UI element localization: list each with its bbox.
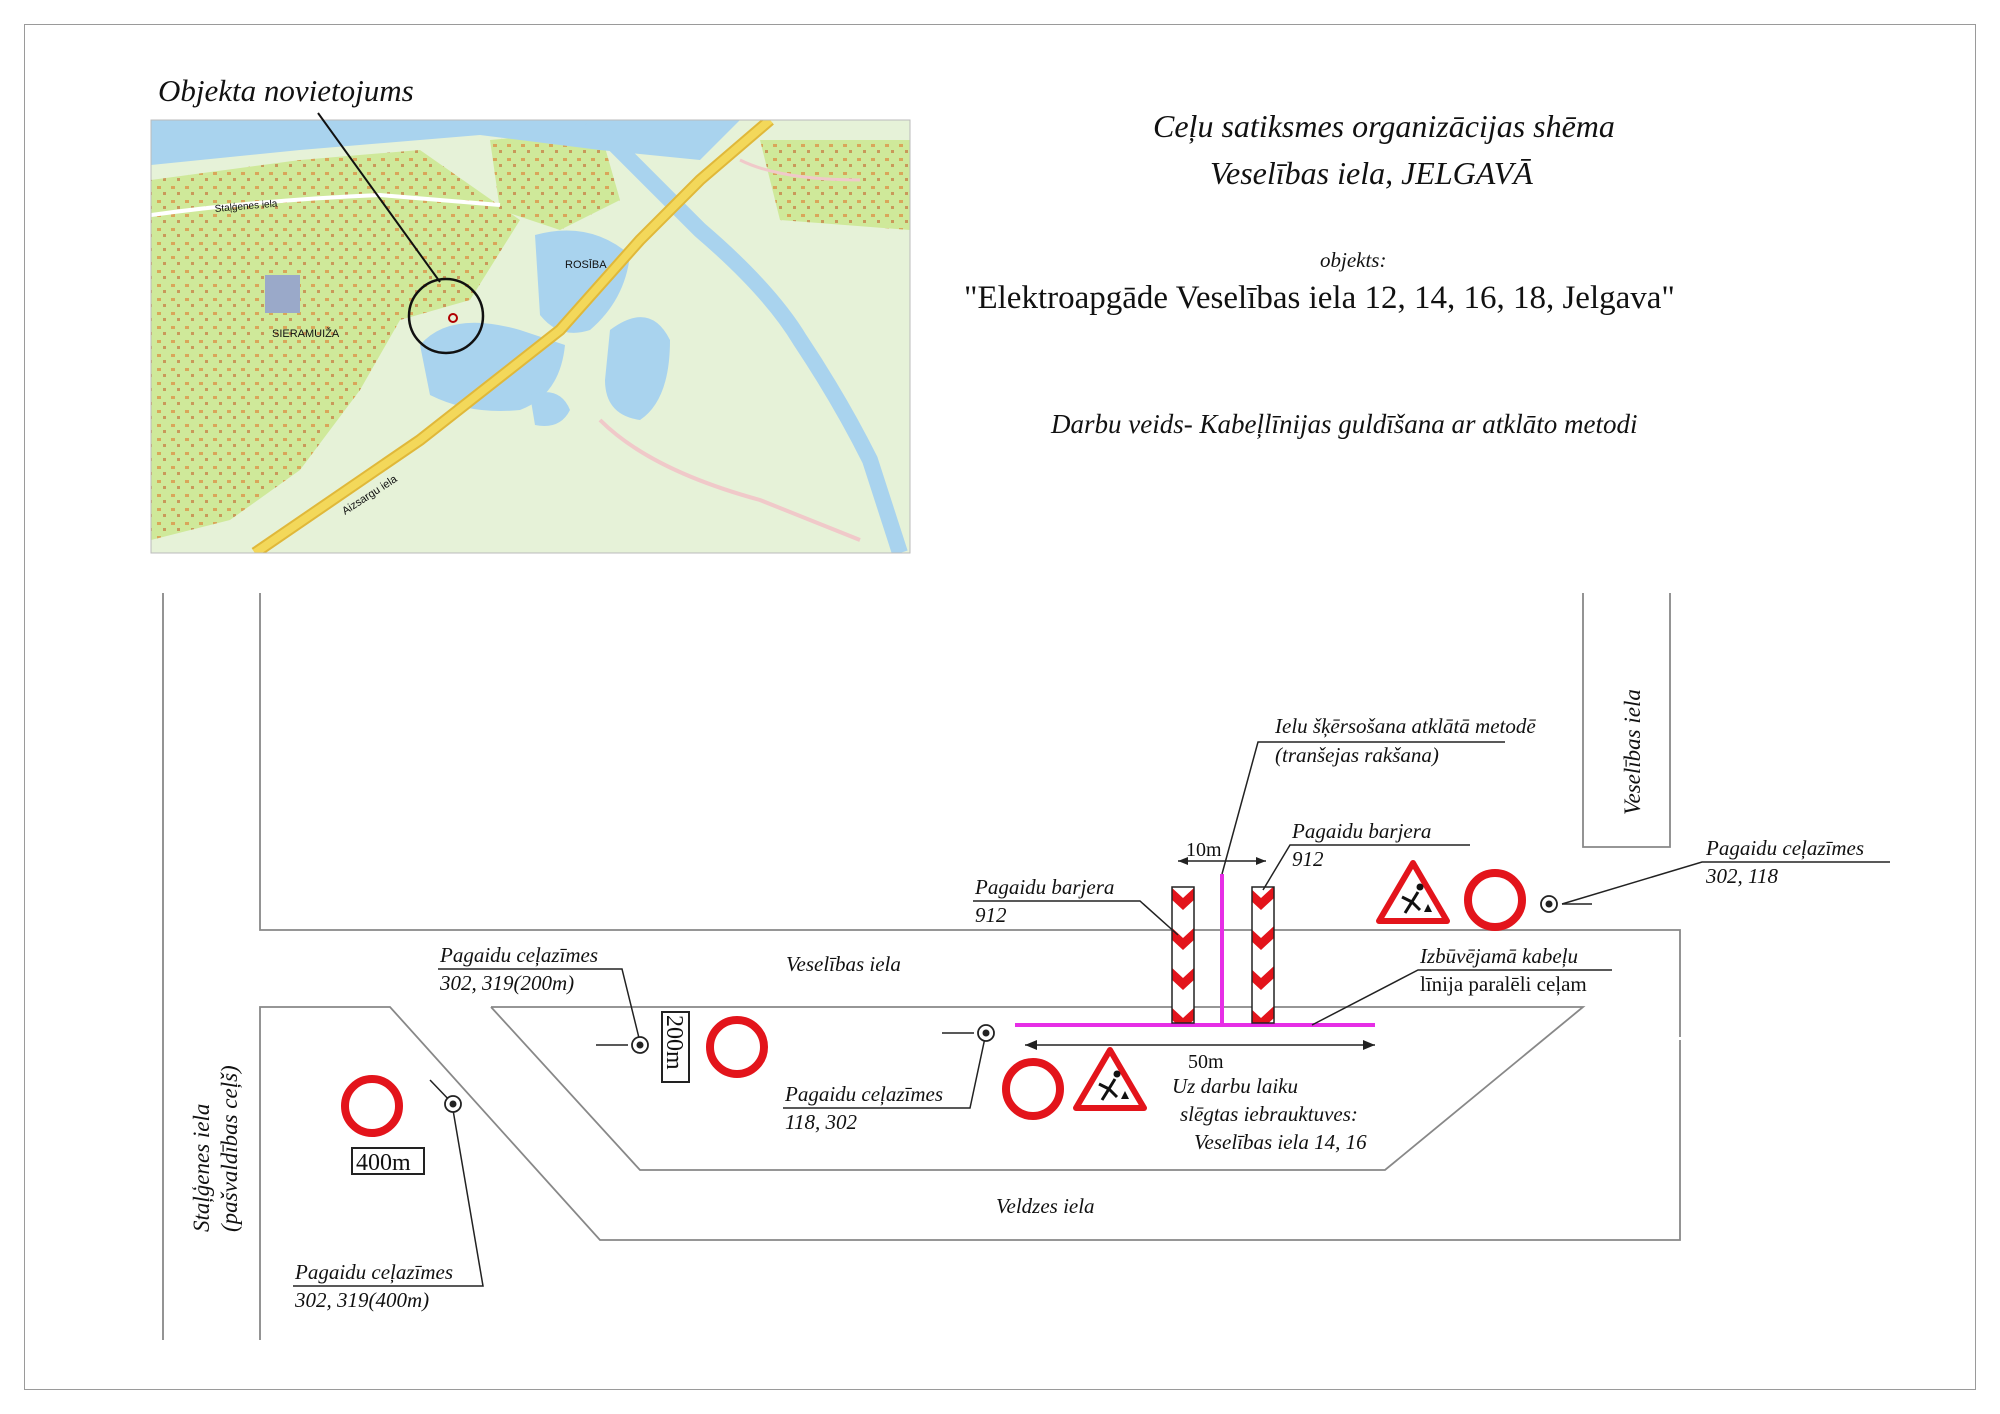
callout-crossing-line1: Ielu šķērsošana atklātā metodē bbox=[1274, 714, 1536, 738]
plate-400m bbox=[351, 1147, 425, 1175]
street-label-veselibas: Veselības iela bbox=[786, 952, 901, 976]
callout-signs-400-title: Pagaidu ceļazīmes bbox=[294, 1260, 453, 1284]
sign-302-400 bbox=[341, 1075, 403, 1137]
barrier-right bbox=[1251, 886, 1275, 1024]
callout-cable-leader bbox=[1311, 969, 1612, 1026]
callout-signs-right-codes: 302, 118 bbox=[1705, 864, 1778, 888]
sign-302-right bbox=[1464, 869, 1526, 931]
dimension-50m-label: 50m bbox=[1188, 1051, 1224, 1073]
barrier-left bbox=[1171, 886, 1195, 1024]
callout-crossing-line2: (tranšejas rakšana) bbox=[1275, 743, 1439, 767]
callout-signs-mid-title: Pagaidu ceļazīmes bbox=[784, 1082, 943, 1106]
callout-signs-400-leader bbox=[293, 1103, 484, 1287]
sign-302-200 bbox=[706, 1016, 768, 1078]
plate-200m-label: 200m bbox=[661, 1015, 687, 1070]
callout-barrier-left-title: Pagaidu barjera bbox=[974, 875, 1114, 899]
object-label: objekts: bbox=[1320, 248, 1387, 272]
plate-400m-label: 400m bbox=[356, 1150, 411, 1176]
callout-barrier-left-leader bbox=[973, 900, 1179, 936]
callout-crossing-leader bbox=[1221, 741, 1505, 875]
callout-barrier-right-title: Pagaidu barjera bbox=[1291, 819, 1431, 843]
note-closed-line3: Veselības iela 14, 16 bbox=[1194, 1130, 1367, 1154]
map-label-rosiba: ROSĪBA bbox=[565, 259, 607, 271]
callout-signs-right-leader bbox=[1561, 861, 1890, 905]
callout-signs-mid-leader bbox=[783, 1032, 987, 1109]
callout-signs-200-title: Pagaidu ceļazīmes bbox=[439, 943, 598, 967]
drawing-frame bbox=[24, 24, 1976, 1390]
map-caption-leader bbox=[317, 112, 441, 283]
title-line-1: Ceļu satiksmes organizācijas shēma bbox=[1153, 108, 1615, 144]
work-type: Darbu veids- Kabeļlīnijas guldīšana ar a… bbox=[1051, 409, 1638, 439]
callout-cable-line1: Izbūvējamā kabeļu bbox=[1419, 944, 1578, 968]
sign-post-400-dot bbox=[449, 1100, 457, 1108]
sign-302-mid bbox=[1002, 1058, 1064, 1120]
plate-200m bbox=[661, 1011, 690, 1083]
callout-barrier-right-code: 912 bbox=[1292, 847, 1324, 871]
callout-barrier-left-code: 912 bbox=[975, 903, 1007, 927]
note-closed-line1: Uz darbu laiku bbox=[1172, 1074, 1298, 1098]
sign-118-right bbox=[1376, 860, 1450, 924]
map-border bbox=[150, 119, 911, 554]
street-label-veldzes: Veldzes iela bbox=[996, 1194, 1095, 1218]
location-map bbox=[151, 120, 910, 553]
callout-signs-mid-codes: 118, 302 bbox=[785, 1110, 857, 1134]
object-name: "Elektroapgāde Veselības iela 12, 14, 16… bbox=[964, 280, 1675, 316]
callout-barrier-right-leader bbox=[1262, 844, 1470, 891]
title-line-2: Veselības iela, JELGAVĀ bbox=[1210, 155, 1533, 191]
sign-118-mid bbox=[1073, 1047, 1147, 1111]
sign-post-200-dot bbox=[636, 1041, 644, 1049]
sign-post-right-dot bbox=[1545, 900, 1553, 908]
callout-cable-line2: līnija paralēli ceļam bbox=[1420, 972, 1587, 996]
callout-signs-400-codes: 302, 319(400m) bbox=[294, 1288, 429, 1312]
street-label-veselibas-side: Veselības iela bbox=[1620, 689, 1645, 815]
dimension-10m-arrows bbox=[1178, 857, 1266, 865]
note-closed-line2: slēgtas iebrauktuves: bbox=[1180, 1102, 1358, 1126]
street-label-stalgenes: Staļģenes iela bbox=[189, 1104, 215, 1232]
street-label-stalgenes-sub: (pašvaldības ceļš) bbox=[217, 1065, 243, 1232]
street-outlines bbox=[162, 593, 1681, 1340]
map-label-sieramuiza: SIERAMUIŽA bbox=[272, 327, 340, 340]
sign-post-mid-dot bbox=[982, 1029, 990, 1037]
callout-signs-200-leader bbox=[438, 968, 641, 1043]
dimension-10m-label: 10m bbox=[1186, 839, 1222, 861]
map-caption: Objekta novietojums bbox=[158, 73, 414, 108]
object-location-dot bbox=[448, 313, 458, 323]
callout-signs-right-title: Pagaidu ceļazīmes bbox=[1705, 836, 1864, 860]
object-location-circle bbox=[407, 277, 485, 355]
callout-signs-200-codes: 302, 319(200m) bbox=[439, 971, 574, 995]
